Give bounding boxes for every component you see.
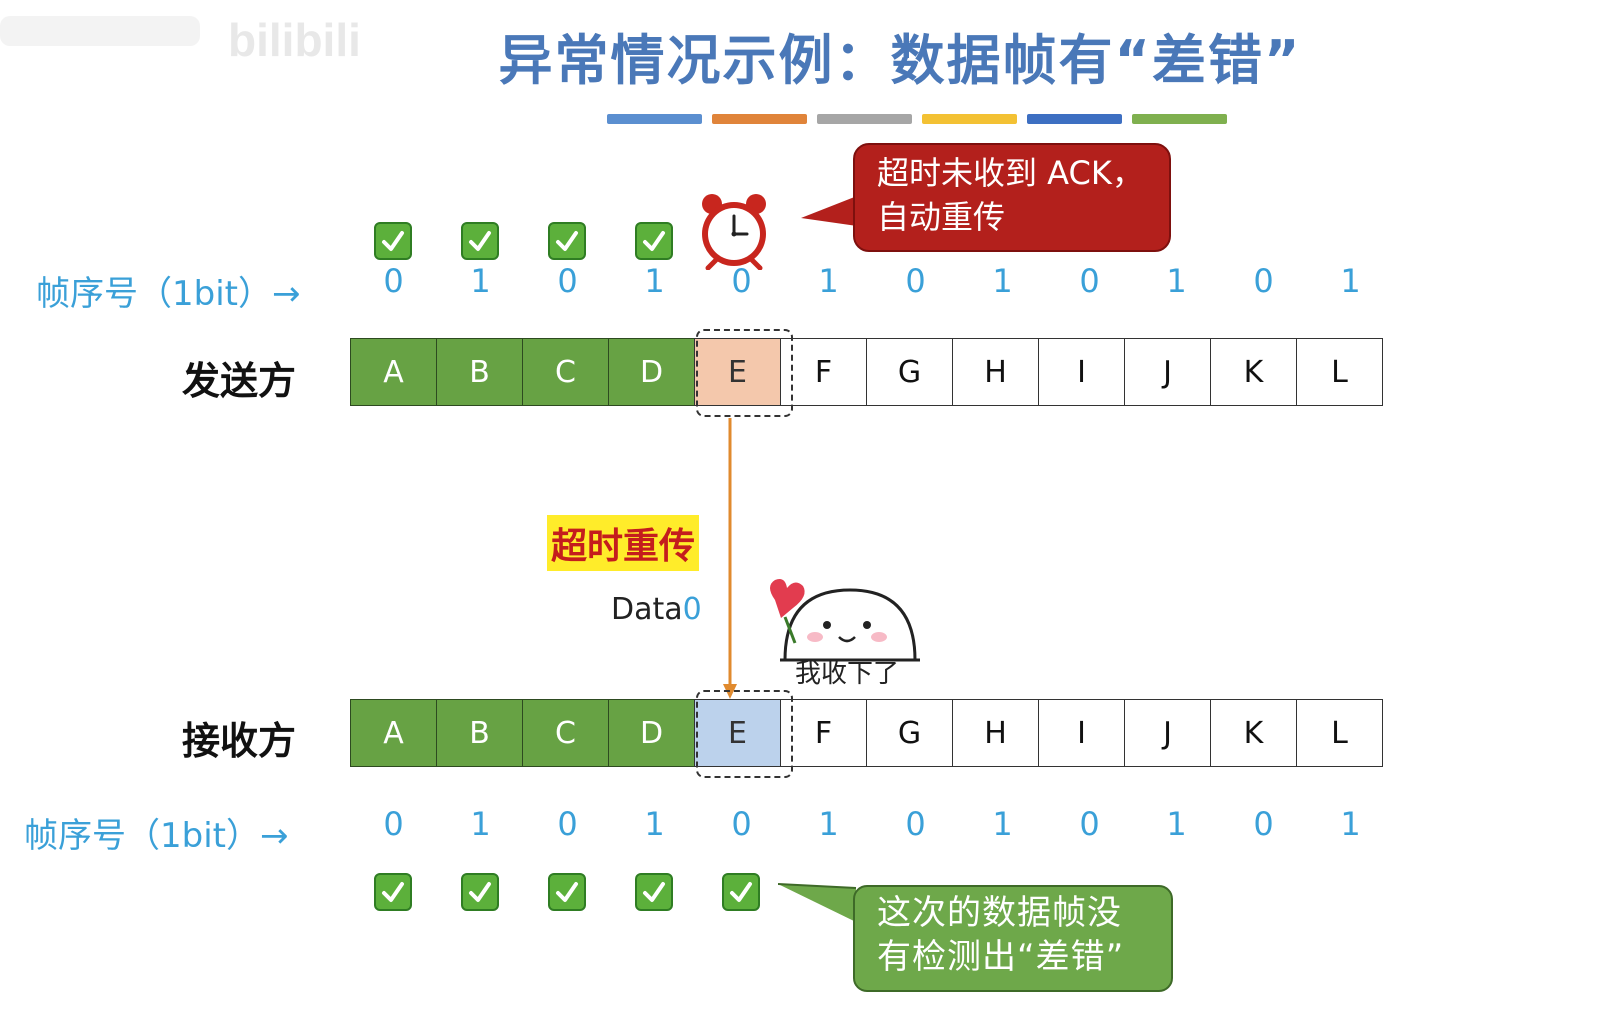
timeout-callout: 超时未收到 ACK， 自动重传 [853,143,1171,252]
receiver-seq-10: 0 [1253,805,1274,843]
receiver-frame-g: G [866,699,953,767]
receiver-seq-11: 1 [1340,805,1361,843]
alarm-clock-icon [694,190,774,271]
sender-seq-6: 0 [905,262,926,300]
timeout-callout-line2: 自动重传 [877,198,1006,236]
receiver-seq-7: 1 [992,805,1013,843]
sender-seq-5: 1 [818,262,839,300]
receiver-seq-label: 帧序号（1bit）→ [24,816,289,856]
slide-title: 异常情况示例：数据帧有“差错” [498,29,1302,92]
receiver-seq-9: 1 [1166,805,1187,843]
color-stripe [922,114,1017,124]
receiver-seq-1: 1 [470,805,491,843]
sender-frame-g: G [866,338,953,406]
no-error-callout: 这次的数据帧没 有检测出“差错” [853,885,1173,992]
sticker-caption: 我收下了 [795,659,900,689]
sender-seq-10: 0 [1253,262,1274,300]
sender-check-icon [548,222,586,260]
color-stripes [607,114,1227,124]
receiver-seq-numbers: 0 1 0 1 0 1 0 1 0 1 0 1 [350,805,1394,843]
sender-frame-b: B [436,338,523,406]
receiver-frame-l: L [1296,699,1383,767]
receiver-frame-d: D [608,699,695,767]
sender-seq-3: 1 [644,262,665,300]
receiver-seq-5: 1 [818,805,839,843]
receiver-check-icon [461,873,499,911]
receiver-seq-0: 0 [383,805,404,843]
sender-check-icon [461,222,499,260]
data-frame-label: Data0 [611,592,702,627]
receiver-frame-k: K [1210,699,1297,767]
receiver-check-icon [374,873,412,911]
receiver-frame-j: J [1124,699,1211,767]
sender-frame-j: J [1124,338,1211,406]
sender-frame-a: A [350,338,437,406]
sender-check-icon [374,222,412,260]
sender-seq-2: 0 [557,262,578,300]
sender-frame-f: F [780,338,867,406]
watermark-logo: bilibili [0,2,390,70]
sender-frame-i: I [1038,338,1125,406]
receiver-seq-4: 0 [731,805,752,843]
data-label-prefix: Data [611,592,683,627]
receiver-check-icon [548,873,586,911]
sender-seq-7: 1 [992,262,1013,300]
timeout-callout-pointer [801,192,861,232]
timeout-retransmit-label: 超时重传 [547,515,700,571]
receiver-frame-f: F [780,699,867,767]
sender-seq-1: 1 [470,262,491,300]
sender-check-icon [635,222,673,260]
sticker-image [755,565,930,687]
color-stripe [817,114,912,124]
transmission-arrow [722,418,738,700]
receiver-frame-b: B [436,699,523,767]
no-error-callout-line1: 这次的数据帧没 [877,893,1122,933]
receiver-frame-c: C [522,699,609,767]
timeout-callout-line1: 超时未收到 ACK， [877,154,1144,192]
receiver-check-icon [635,873,673,911]
color-stripe [1132,114,1227,124]
receiver-label: 接收方 [182,719,297,763]
receiver-seq-3: 1 [644,805,665,843]
sender-frame-h: H [952,338,1039,406]
sender-frame-d: D [608,338,695,406]
receiver-frame-i: I [1038,699,1125,767]
sender-frame-k: K [1210,338,1297,406]
watermark-text: bilibili [228,14,361,66]
no-error-callout-line2: 有检测出“差错” [877,937,1125,977]
color-stripe [1027,114,1122,124]
sender-seq-4: 0 [731,262,752,300]
receiver-frame-a: A [350,699,437,767]
color-stripe [607,114,702,124]
sender-seq-numbers: 0 1 0 1 0 1 0 1 0 1 0 1 [350,262,1394,300]
receiver-seq-2: 0 [557,805,578,843]
sender-frame-c: C [522,338,609,406]
sender-seq-0: 0 [383,262,404,300]
receiver-check-icon [722,873,760,911]
sender-seq-label: 帧序号（1bit）→ [36,274,301,314]
receiver-seq-6: 0 [905,805,926,843]
sender-seq-8: 0 [1079,262,1100,300]
receiver-frame-e-highlight [696,690,793,778]
sender-seq-9: 1 [1166,262,1187,300]
ok-callout-pointer [777,878,858,924]
data-label-seq: 0 [682,592,702,627]
receiver-frame-e: E [694,699,781,767]
color-stripe [712,114,807,124]
sender-frame-e: E [694,338,781,406]
receiver-seq-8: 0 [1079,805,1100,843]
receiver-frame-h: H [952,699,1039,767]
sender-frame-e-highlight [696,329,793,417]
sender-seq-11: 1 [1340,262,1361,300]
sender-frame-l: L [1296,338,1383,406]
sender-label: 发送方 [182,359,297,403]
